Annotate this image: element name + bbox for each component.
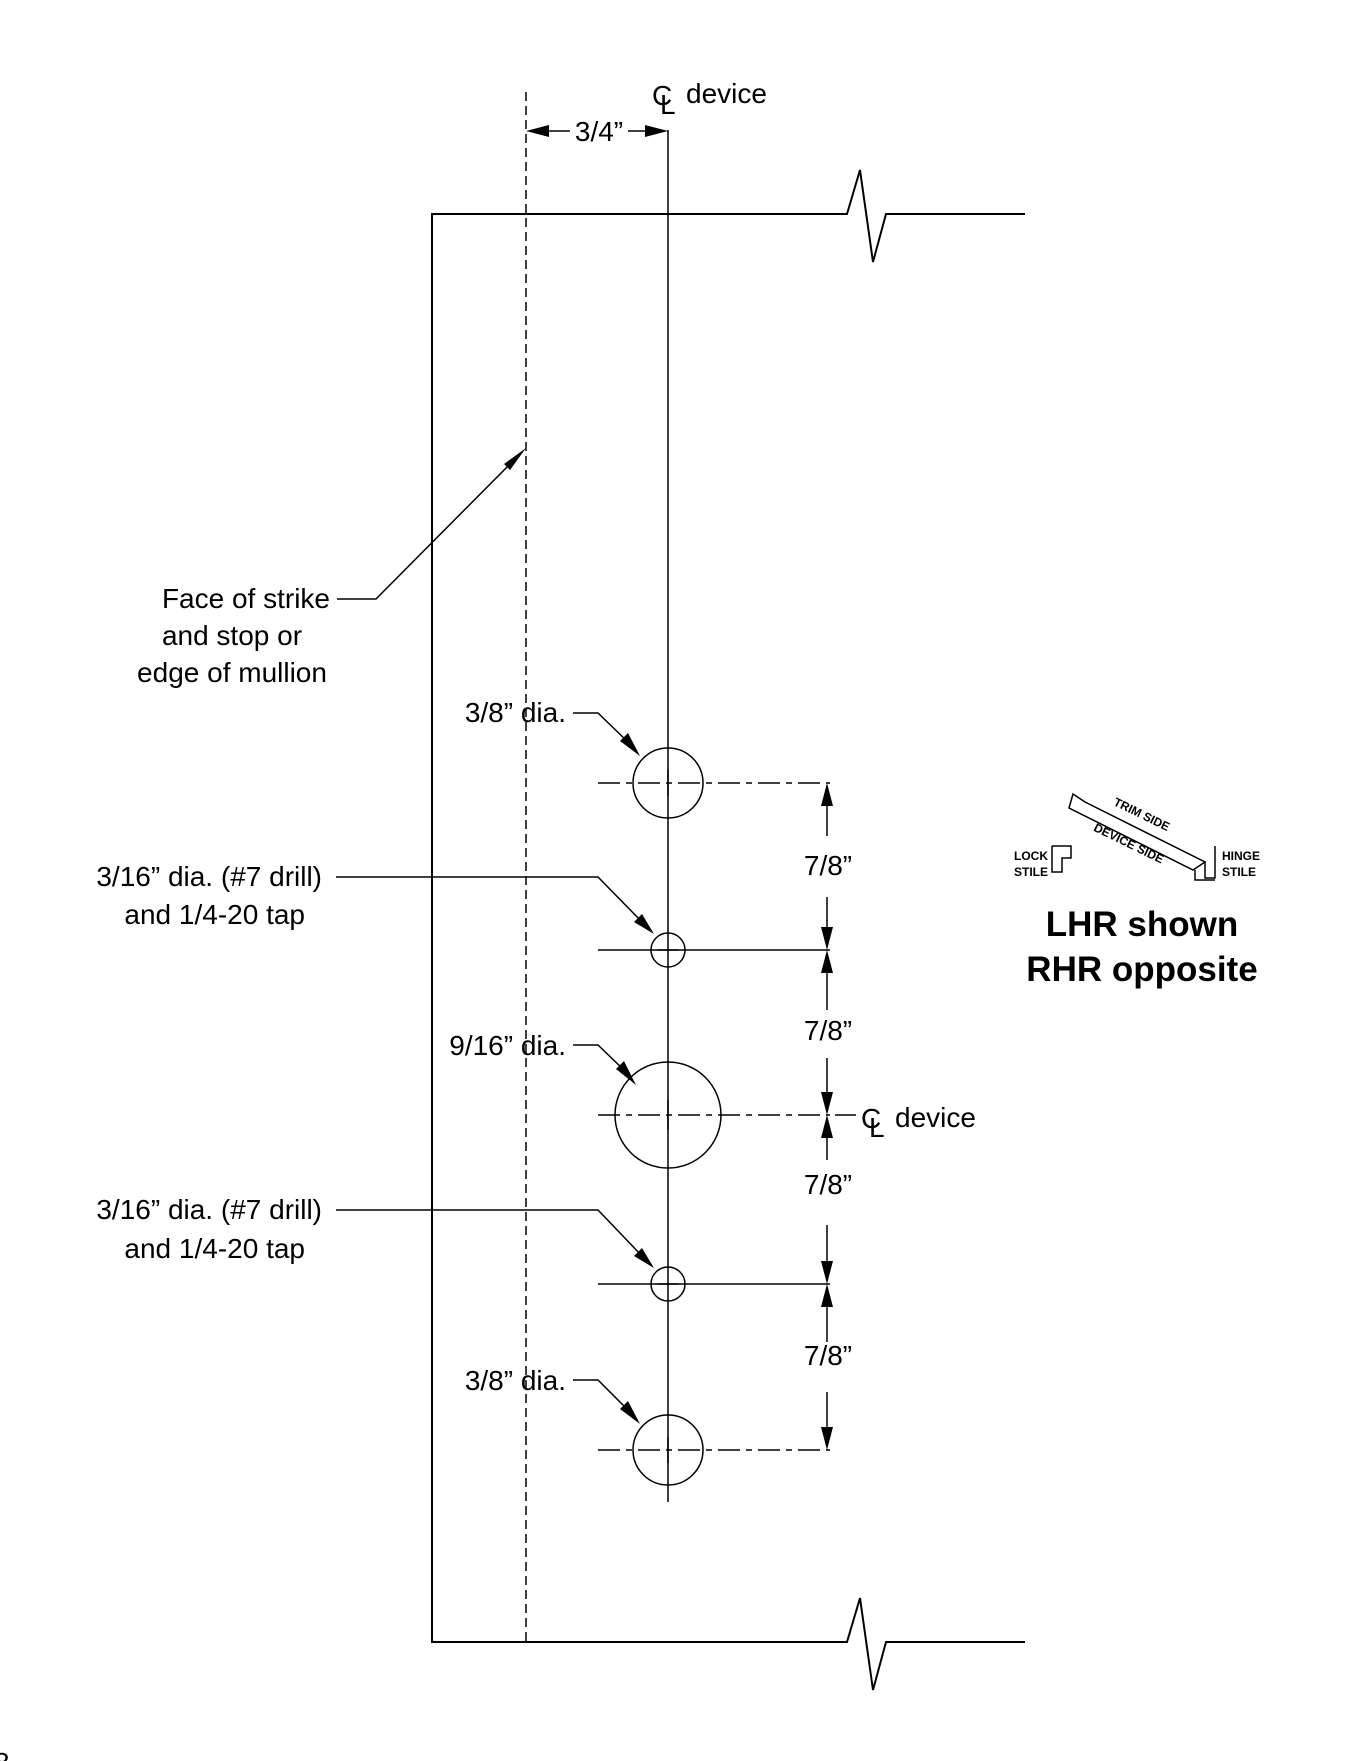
spacing-dimension-line <box>821 783 833 1450</box>
tap-hole-1-line-2: and 1/4-20 tap <box>124 899 305 930</box>
hole-bottom-leader <box>573 1379 640 1424</box>
hole-top-leader <box>573 712 640 756</box>
tap-hole-2 <box>598 1266 830 1302</box>
centerline-symbol-top: C L <box>652 80 676 120</box>
page-number: 8 <box>0 1747 10 1761</box>
handing-line-2: RHR opposite <box>1026 950 1257 989</box>
svg-text:L: L <box>869 1112 885 1143</box>
offset-dimension-label: 3/4” <box>575 116 623 147</box>
centerline-symbol-mid: C L <box>861 1103 885 1143</box>
tap-hole-2-leader <box>336 1209 654 1268</box>
trim-side-label: TRIM SIDE <box>1111 795 1172 834</box>
hole-bottom-3-8 <box>598 1414 830 1486</box>
hinge-stile-line-1: HINGE <box>1222 849 1260 863</box>
face-of-strike-line-2: and stop or <box>162 620 302 651</box>
spacing-label-4: 7/8” <box>804 1340 852 1371</box>
lock-stile-line-1: LOCK <box>1014 849 1048 863</box>
hole-top-label: 3/8” dia. <box>465 697 566 728</box>
center-hole-leader <box>573 1044 636 1085</box>
tap-hole-2-line-1: 3/16” dia. (#7 drill) <box>96 1194 322 1225</box>
face-of-strike-leader <box>337 448 526 600</box>
svg-text:C: C <box>861 1103 881 1134</box>
hinge-stile-line-2: STILE <box>1222 865 1256 879</box>
hole-bottom-label: 3/8” dia. <box>465 1365 566 1396</box>
lock-stile-line-2: STILE <box>1014 865 1048 879</box>
face-of-strike-line-1: Face of strike <box>162 583 330 614</box>
center-hole-9-16 <box>598 1061 830 1169</box>
hole-top-3-8 <box>598 747 830 819</box>
handing-line-1: LHR shown <box>1046 905 1238 944</box>
handing-inset <box>1051 792 1216 881</box>
tap-hole-1 <box>598 932 830 968</box>
spacing-label-3: 7/8” <box>804 1169 852 1200</box>
face-of-strike-line-3: edge of mullion <box>137 657 327 688</box>
tap-hole-1-leader <box>336 876 654 934</box>
cl-device-label-top: device <box>686 78 767 109</box>
spacing-label-2: 7/8” <box>804 1015 852 1046</box>
door-outline <box>431 169 1025 1691</box>
tap-hole-2-line-2: and 1/4-20 tap <box>124 1233 305 1264</box>
center-hole-label: 9/16” dia. <box>449 1030 566 1061</box>
offset-dimension <box>526 125 668 137</box>
spacing-label-1: 7/8” <box>804 850 852 881</box>
tap-hole-1-line-1: 3/16” dia. (#7 drill) <box>96 861 322 892</box>
svg-text:L: L <box>660 89 676 120</box>
cl-device-label-mid: device <box>895 1102 976 1133</box>
svg-text:C: C <box>652 80 672 111</box>
